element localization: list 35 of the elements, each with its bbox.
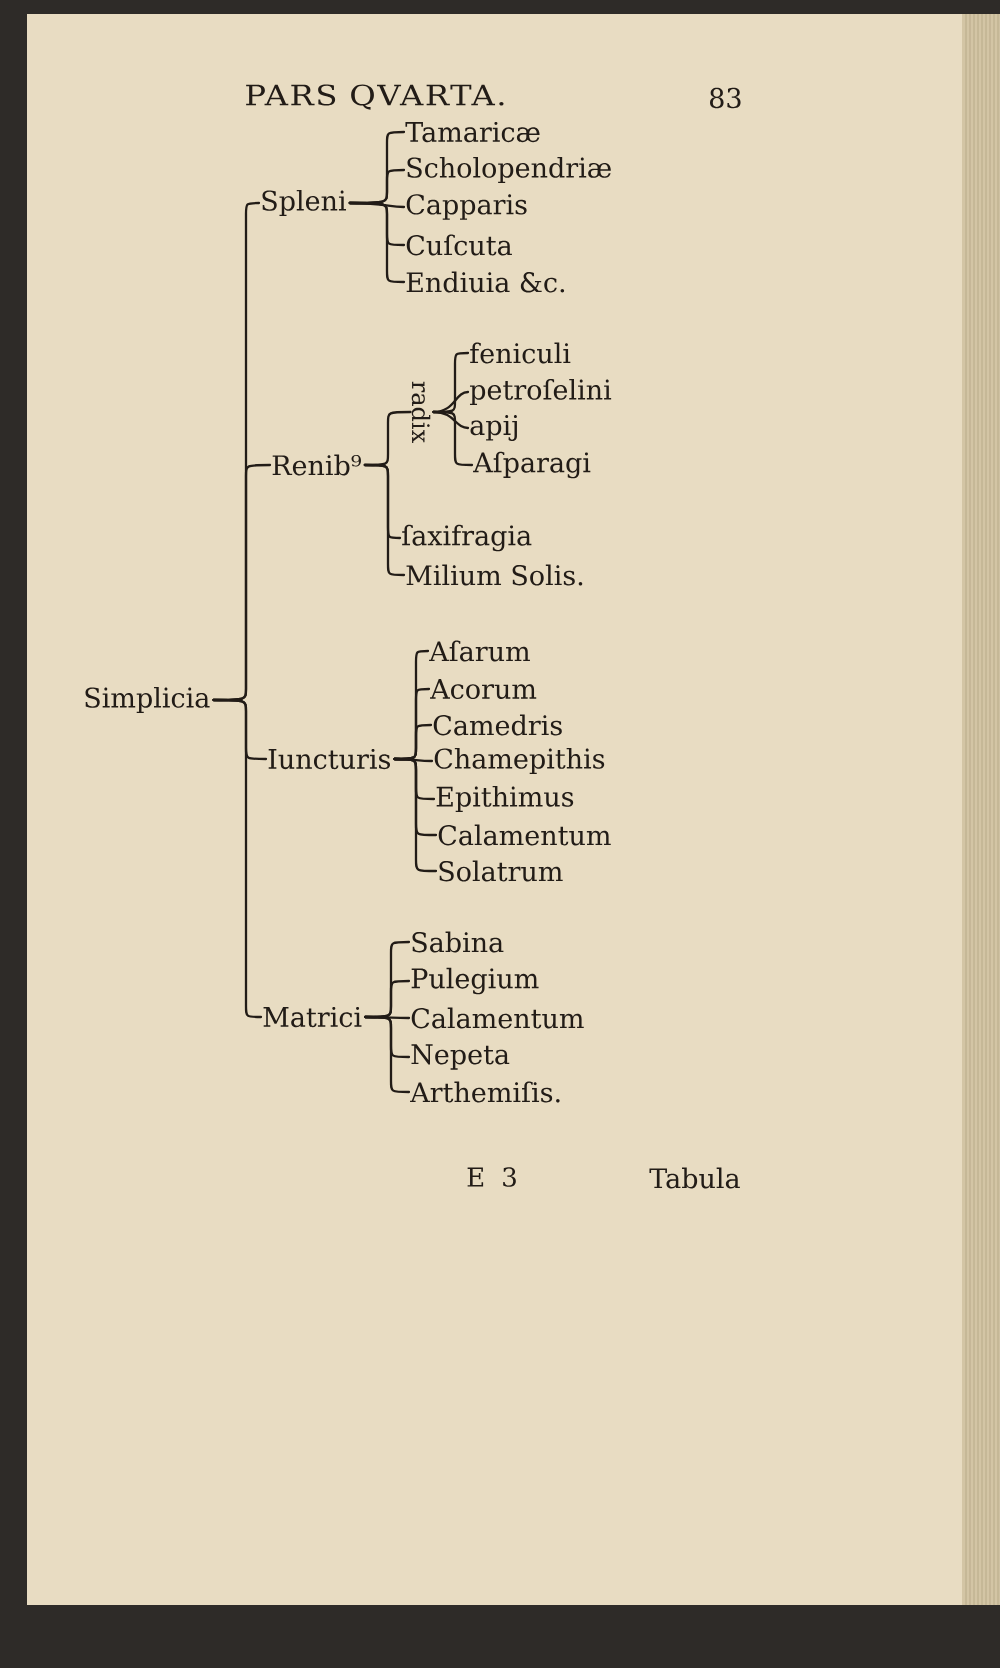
list-item: Pulegium [411,967,539,995]
list-item: Calamentum [411,1007,584,1029]
rotated-label: radix [411,381,431,443]
branch-label: Renib⁹ [272,454,361,476]
list-item: Arthemiſis. [410,1081,560,1103]
list-item: Scholopendriæ [407,156,611,184]
signature-mark: E 3 [467,1167,516,1187]
branch-label: Matrici [263,1006,362,1028]
branch-label: Simplicia [85,686,210,714]
list-item: Acorum [430,679,537,700]
list-item: Camedris [433,714,562,736]
list-item: Chamepithis [434,747,605,775]
catchword: Tabula [649,1167,740,1189]
list-item: Capparis [406,194,527,220]
brace-line [364,1015,411,1094]
page-number: 83 [710,87,741,109]
list-item: Aſarum [429,640,530,662]
list-item: Endiuia &c. [406,271,565,293]
branch-label: Iuncturis [268,748,390,770]
list-item: ſaxifragia [402,524,532,552]
list-item: petroſelini [470,378,612,406]
list-item: Calamentum [438,824,611,846]
running-header: PARS QVARTA. [246,84,504,110]
list-item: Aſparagi [473,451,591,479]
list-item: Cuſcuta [406,234,512,256]
list-item: apij [470,415,517,441]
list-item: feniculi [470,342,571,364]
list-item: Tamaricæ [405,121,540,143]
list-item: Epithimus [436,785,574,813]
list-item: Milium Solis. [406,564,583,586]
list-item: Solatrum [439,860,563,882]
brace-line [393,757,438,873]
list-item: Nepeta [411,1044,510,1070]
list-item: Sabina [412,931,504,953]
branch-label: Spleni [262,189,346,217]
